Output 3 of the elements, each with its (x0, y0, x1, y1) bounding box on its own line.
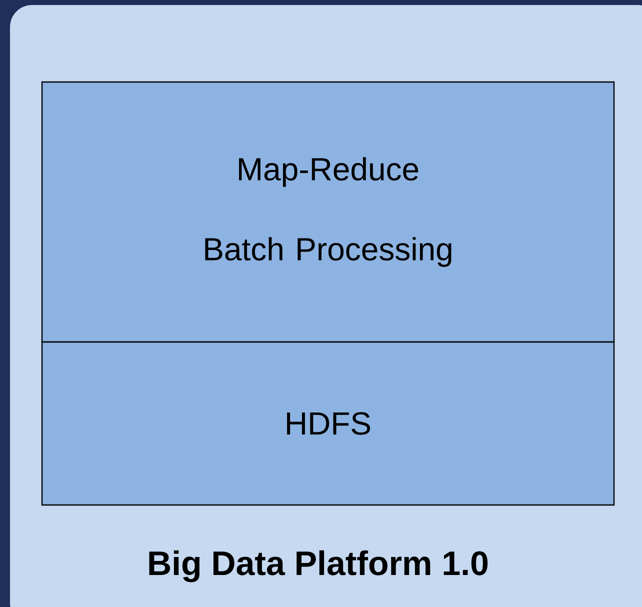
layer-box: HDFS (41, 341, 615, 506)
layer-box: Map-Reduce Batch Processing (41, 81, 615, 343)
panel-title: Big Data Platform 1.0 (149, 550, 488, 582)
